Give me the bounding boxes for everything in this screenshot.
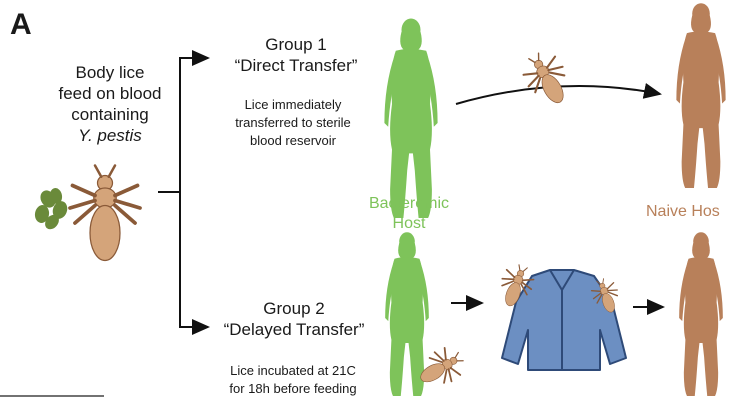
transfer-louse-icon-top xyxy=(515,45,579,113)
group2-heading: Group 2 “Delayed Transfer” xyxy=(206,298,382,340)
bacteremic-host-top-icon xyxy=(384,18,438,218)
branch-up-arrow xyxy=(179,50,210,192)
source-line-2: feed on blood xyxy=(58,84,162,103)
group2-title: Group 2 xyxy=(263,299,325,318)
source-louse-icon xyxy=(68,163,142,263)
source-description: Body lice feed on blood containing Y. pe… xyxy=(40,62,180,146)
group1-note-line-1: Lice immediately xyxy=(244,97,342,112)
group1-note-line-2: transferred to sterile xyxy=(235,115,351,130)
panel-label: A xyxy=(10,8,32,41)
source-line-1: Body lice xyxy=(75,63,145,82)
bacteremic-host-label: Bacteremic Host xyxy=(344,194,474,234)
source-blood-drops xyxy=(34,188,68,230)
group2-note: Lice incubated at 21C for 18h before fee… xyxy=(208,362,378,398)
group2-note-line-2: for 18h before feeding xyxy=(229,381,357,396)
group1-subtitle: “Direct Transfer” xyxy=(234,56,358,75)
source-organism: Y. pestis xyxy=(78,126,142,145)
group1-title: Group 1 xyxy=(265,35,327,54)
group1-note: Lice immediately transferred to sterile … xyxy=(210,96,376,150)
bacteremic-host-line-2: Host xyxy=(392,215,426,232)
jacket-icon xyxy=(501,269,627,371)
naive-host-bottom-icon xyxy=(679,232,723,396)
source-line-3: containing xyxy=(71,105,149,124)
group1-note-line-3: blood reservoir xyxy=(250,133,336,148)
group1-heading: Group 1 “Direct Transfer” xyxy=(212,34,380,76)
group2-subtitle: “Delayed Transfer” xyxy=(223,320,365,339)
naive-host-top-icon xyxy=(676,3,726,189)
bacteremic-host-line-1: Bacteremic xyxy=(368,195,450,212)
branch-down-arrow xyxy=(179,192,210,335)
group2-note-line-1: Lice incubated at 21C xyxy=(230,363,356,378)
naive-host-label: Naive Hos xyxy=(646,203,720,220)
bacteremic-host-bottom-icon xyxy=(385,232,429,396)
